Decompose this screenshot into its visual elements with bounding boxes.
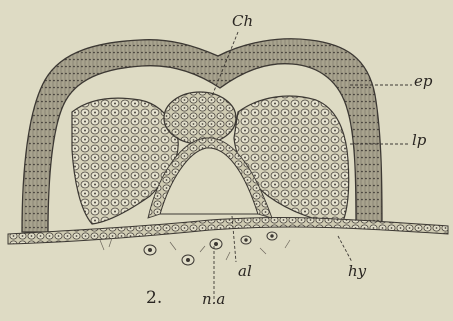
figure-number: 2. bbox=[146, 290, 162, 307]
label-notochord: Ch bbox=[232, 14, 253, 29]
label-archenteron: al bbox=[238, 264, 252, 279]
yolk-strands bbox=[100, 238, 290, 260]
label-hypoblast: hy bbox=[348, 264, 366, 279]
notochord bbox=[164, 92, 236, 144]
label-lateral-plate: lp bbox=[412, 133, 426, 148]
label-nuclei: n.a bbox=[202, 292, 225, 307]
label-ectoderm: ep bbox=[414, 74, 432, 89]
hypoblast-layer bbox=[8, 218, 448, 244]
yolk-nuclei bbox=[144, 232, 277, 265]
